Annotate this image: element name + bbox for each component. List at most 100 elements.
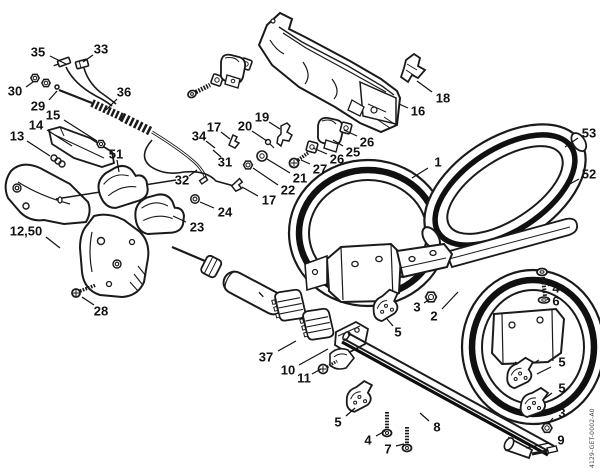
- callout-10: 10: [281, 363, 295, 378]
- callout-28: 28: [94, 304, 108, 319]
- callout-7: 7: [384, 442, 391, 457]
- part-grommet-24: [190, 194, 200, 204]
- callout-5: 5: [558, 355, 565, 370]
- callout-34: 34: [192, 129, 207, 144]
- leader-line-28: [81, 296, 95, 306]
- leader-line-34: [205, 140, 216, 149]
- part-drive-tube-8: [341, 331, 555, 457]
- callout-12,50: 12,50: [10, 224, 43, 239]
- leader-line-4: [375, 430, 386, 437]
- callout-17: 17: [207, 120, 221, 135]
- leader-line-29: [48, 90, 58, 101]
- leader-line-37: [277, 340, 297, 352]
- callout-36: 36: [117, 85, 131, 100]
- callout-2: 2: [430, 309, 437, 324]
- part-nut-3b: [541, 422, 553, 434]
- leader-line-15: [63, 119, 98, 142]
- leader-line-5: [345, 407, 356, 417]
- callout-27: 27: [313, 162, 327, 177]
- part-clip-19: [276, 122, 293, 148]
- callout-15: 15: [46, 108, 60, 123]
- part-housing-half: [4, 163, 177, 299]
- callout-37: 37: [259, 350, 273, 365]
- drawing-code: 4129-GET-0002-A0: [589, 408, 596, 468]
- leader-line-9: [525, 442, 550, 449]
- callout-1: 1: [434, 155, 441, 170]
- callout-5: 5: [558, 381, 565, 396]
- leader-line-11: [311, 368, 322, 375]
- leader-line-20: [251, 130, 268, 142]
- leader-line-33: [82, 54, 94, 63]
- leader-line-26: [312, 147, 328, 155]
- part-collar-clamps-37: [271, 288, 335, 341]
- leader-line-52: [567, 178, 580, 186]
- part-clip-17a: [228, 133, 241, 149]
- leader-line-16: [398, 103, 409, 109]
- callout-52: 52: [582, 167, 596, 182]
- part-screw-4b: [381, 412, 393, 438]
- part-nuts-30: [29, 73, 52, 88]
- part-end-fitting-9: [503, 436, 559, 460]
- leader-line-21: [266, 158, 291, 174]
- part-clamp-set-top: [187, 53, 253, 99]
- callout-5: 5: [334, 415, 341, 430]
- part-clip-17b: [230, 177, 244, 193]
- part-rod-sleeve: [171, 245, 286, 316]
- leader-line-18: [416, 80, 433, 93]
- callout-24: 24: [218, 205, 233, 220]
- part-terminal-33: [74, 58, 90, 70]
- part-wires: [65, 66, 117, 107]
- leader-line-13: [26, 140, 51, 157]
- leader-line-32: [188, 169, 198, 177]
- part-terminal-35: [53, 56, 72, 68]
- part-screw-11: [317, 359, 338, 375]
- leader-line-27: [300, 159, 311, 165]
- part-spring-13: [50, 154, 66, 168]
- leader-line-35: [49, 55, 67, 65]
- leader-line-26: [343, 129, 358, 137]
- callout-26: 26: [330, 152, 344, 167]
- leader-line-3: [423, 298, 431, 304]
- callout-13: 13: [10, 129, 24, 144]
- callout-25: 25: [346, 145, 360, 160]
- leader-line-36: [105, 98, 118, 111]
- callout-31: 31: [218, 155, 232, 170]
- part-nut-15: [96, 139, 106, 149]
- callout-16: 16: [411, 104, 425, 119]
- part-clamp-5c: [519, 386, 550, 418]
- part-nut-22: [242, 160, 254, 170]
- part-clamp-5b: [506, 356, 535, 390]
- leader-line-19: [268, 121, 281, 130]
- part-pin-29: [54, 84, 60, 90]
- callout-6: 6: [552, 294, 559, 309]
- leader-line-31: [212, 149, 222, 158]
- leader-line-24: [199, 201, 215, 209]
- part-trigger-lever: [47, 126, 116, 168]
- callout-18: 18: [436, 91, 450, 106]
- part-loop-handle-52-53: [421, 123, 588, 257]
- leader-line-1: [411, 167, 429, 179]
- leader-line-51: [116, 159, 120, 173]
- leader-line-17: [220, 131, 231, 140]
- callout-23: 23: [190, 220, 204, 235]
- callout-11: 11: [297, 371, 311, 386]
- part-saddle-23: [134, 193, 185, 236]
- callout-20: 20: [238, 119, 252, 134]
- leader-line-7: [395, 443, 405, 447]
- part-screw-28: [71, 283, 97, 298]
- leader-line-22: [252, 167, 279, 186]
- leader-line-14: [46, 129, 73, 147]
- part-washer-6: [537, 296, 551, 304]
- part-flat-bar-2: [395, 217, 578, 279]
- part-bracket-10: [329, 320, 370, 370]
- callout-26: 26: [360, 135, 374, 150]
- part-screw-27: [288, 151, 310, 169]
- leader-line-10: [298, 348, 329, 366]
- callout-14: 14: [29, 118, 44, 133]
- part-wedge-18: [399, 52, 427, 84]
- leader-line-3: [547, 417, 554, 425]
- leader-line-4: [545, 282, 550, 287]
- leader-line-23: [172, 215, 187, 223]
